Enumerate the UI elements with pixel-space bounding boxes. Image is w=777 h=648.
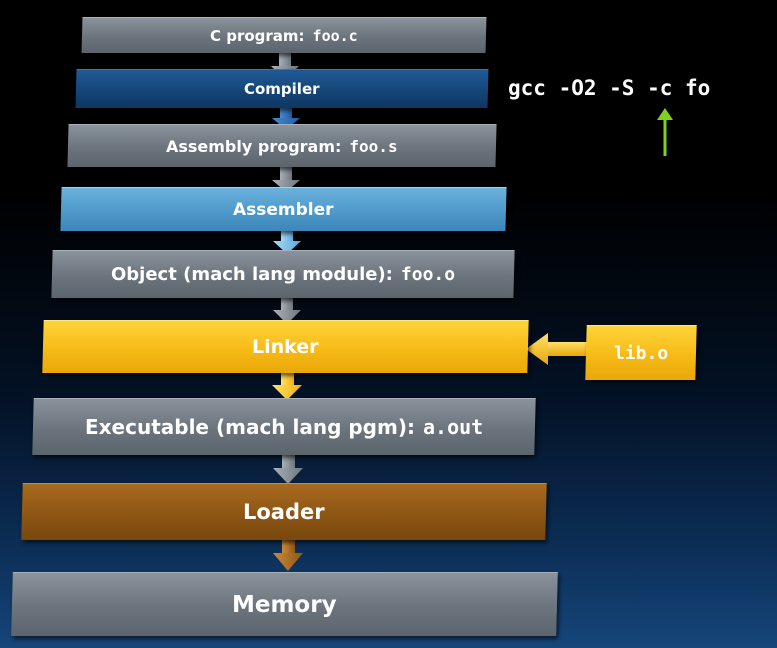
gcc-command-text: gcc -O2 -S -c fo xyxy=(508,76,711,100)
arrow-assembler-to-object xyxy=(273,229,301,254)
arrow-loader-to-memory xyxy=(273,537,303,571)
stage-c-program: C program:foo.c xyxy=(81,17,487,53)
stage-object-module: Object (mach lang module):foo.o xyxy=(51,250,515,298)
stage-assembler: Assembler xyxy=(60,187,507,231)
stage-memory: Memory xyxy=(11,572,558,636)
arrow-object-to-linker xyxy=(273,297,301,324)
arrow-assembly-to-assembler xyxy=(272,166,300,192)
stage-executable: Executable (mach lang pgm):a.out xyxy=(32,398,536,455)
flag-pointer-arrow xyxy=(657,108,673,156)
stage-linker: Linker xyxy=(42,320,529,373)
arrow-lib-to-linker xyxy=(526,333,590,365)
arrow-executable-to-loader xyxy=(273,453,303,484)
stage-loader: Loader xyxy=(21,483,547,540)
stage-assembly-program: Assembly program:foo.s xyxy=(67,124,497,167)
arrow-linker-to-executable xyxy=(272,372,302,400)
stage-compiler: Compiler xyxy=(75,69,489,108)
lib-object-box: lib.o xyxy=(585,325,697,380)
